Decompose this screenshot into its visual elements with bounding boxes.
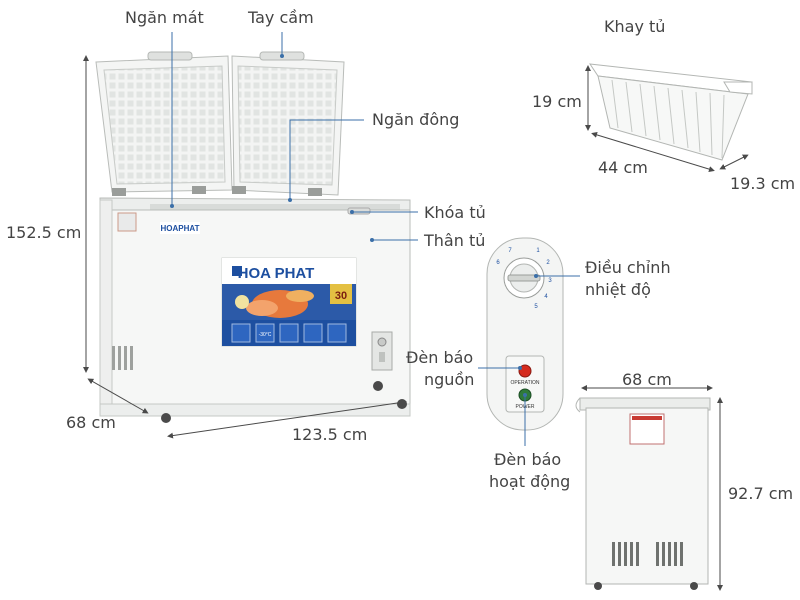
dim-text-depth: 68 cm xyxy=(66,413,116,432)
banner-badge-text: 30 xyxy=(335,290,347,302)
label-than-tu: Thân tủ xyxy=(424,231,486,250)
dial-number: 1 xyxy=(536,248,540,254)
label-ngan-mat: Ngăn mát xyxy=(125,8,204,27)
control-panel-zoom: 1 2 3 4 5 6 7 OPERATION POWER xyxy=(486,237,564,431)
freezer-main: HOAPHAT HOA PHAT 30 -30°C xyxy=(95,51,411,423)
tray-image xyxy=(588,63,753,161)
freezer-lid-right xyxy=(231,55,345,196)
label-dieu-chinh-line1: Điều chỉnh xyxy=(585,258,671,277)
label-dieu-chinh-line2: nhiệt độ xyxy=(585,280,651,299)
dim-text-tray-width: 19.3 cm xyxy=(730,174,796,193)
label-khoa-tu: Khóa tủ xyxy=(424,203,486,222)
dial-number: 7 xyxy=(508,248,512,254)
label-den-hoat-line2: hoạt động xyxy=(489,472,571,491)
dim-line-width xyxy=(167,399,407,439)
dial-number: 5 xyxy=(534,304,538,310)
dim-text-width: 123.5 cm xyxy=(292,425,368,444)
dim-text-tray-height: 19 cm xyxy=(532,92,582,111)
dim-line-tray-width xyxy=(719,154,749,170)
label-tay-cam: Tay cầm xyxy=(248,8,314,27)
dial-number: 2 xyxy=(546,260,550,266)
vent-grille xyxy=(112,346,133,370)
label-den-nguon-line2: nguồn xyxy=(424,370,475,389)
dim-text-side-depth: 68 cm xyxy=(622,370,672,389)
label-den-nguon-line1: Đèn báo xyxy=(406,348,474,367)
operation-label: OPERATION xyxy=(510,380,539,386)
lid-handle-left xyxy=(147,51,193,61)
dial-number: 4 xyxy=(544,294,548,300)
label-ngan-dong: Ngăn đông xyxy=(372,110,460,129)
dim-text-height: 152.5 cm xyxy=(6,223,82,242)
dial-number: 6 xyxy=(496,260,500,266)
side-view-freezer xyxy=(575,397,711,590)
product-banner: HOA PHAT 30 -30°C xyxy=(221,257,357,347)
brand-logo-small xyxy=(160,222,200,234)
body-control-panel xyxy=(371,331,393,371)
banner-logo-text: HOA PHAT xyxy=(238,265,315,282)
dim-line-tray-length xyxy=(591,132,715,172)
banner-temp-text: -30°C xyxy=(259,332,272,338)
dim-text-tray-length: 44 cm xyxy=(598,158,648,177)
brand-logo-small-text: HOAPHAT xyxy=(161,224,200,233)
callout-ngan-dong xyxy=(289,119,364,200)
side-vent-grille xyxy=(612,542,683,566)
label-khay-tu: Khay tủ xyxy=(604,17,666,36)
wheel-icon xyxy=(161,413,171,423)
label-den-hoat-line1: Đèn báo xyxy=(494,450,562,469)
dial-number: 3 xyxy=(548,278,552,284)
freezer-lid-left xyxy=(95,55,233,193)
dim-line-depth xyxy=(87,378,149,414)
dim-text-side-height: 92.7 cm xyxy=(728,484,794,503)
